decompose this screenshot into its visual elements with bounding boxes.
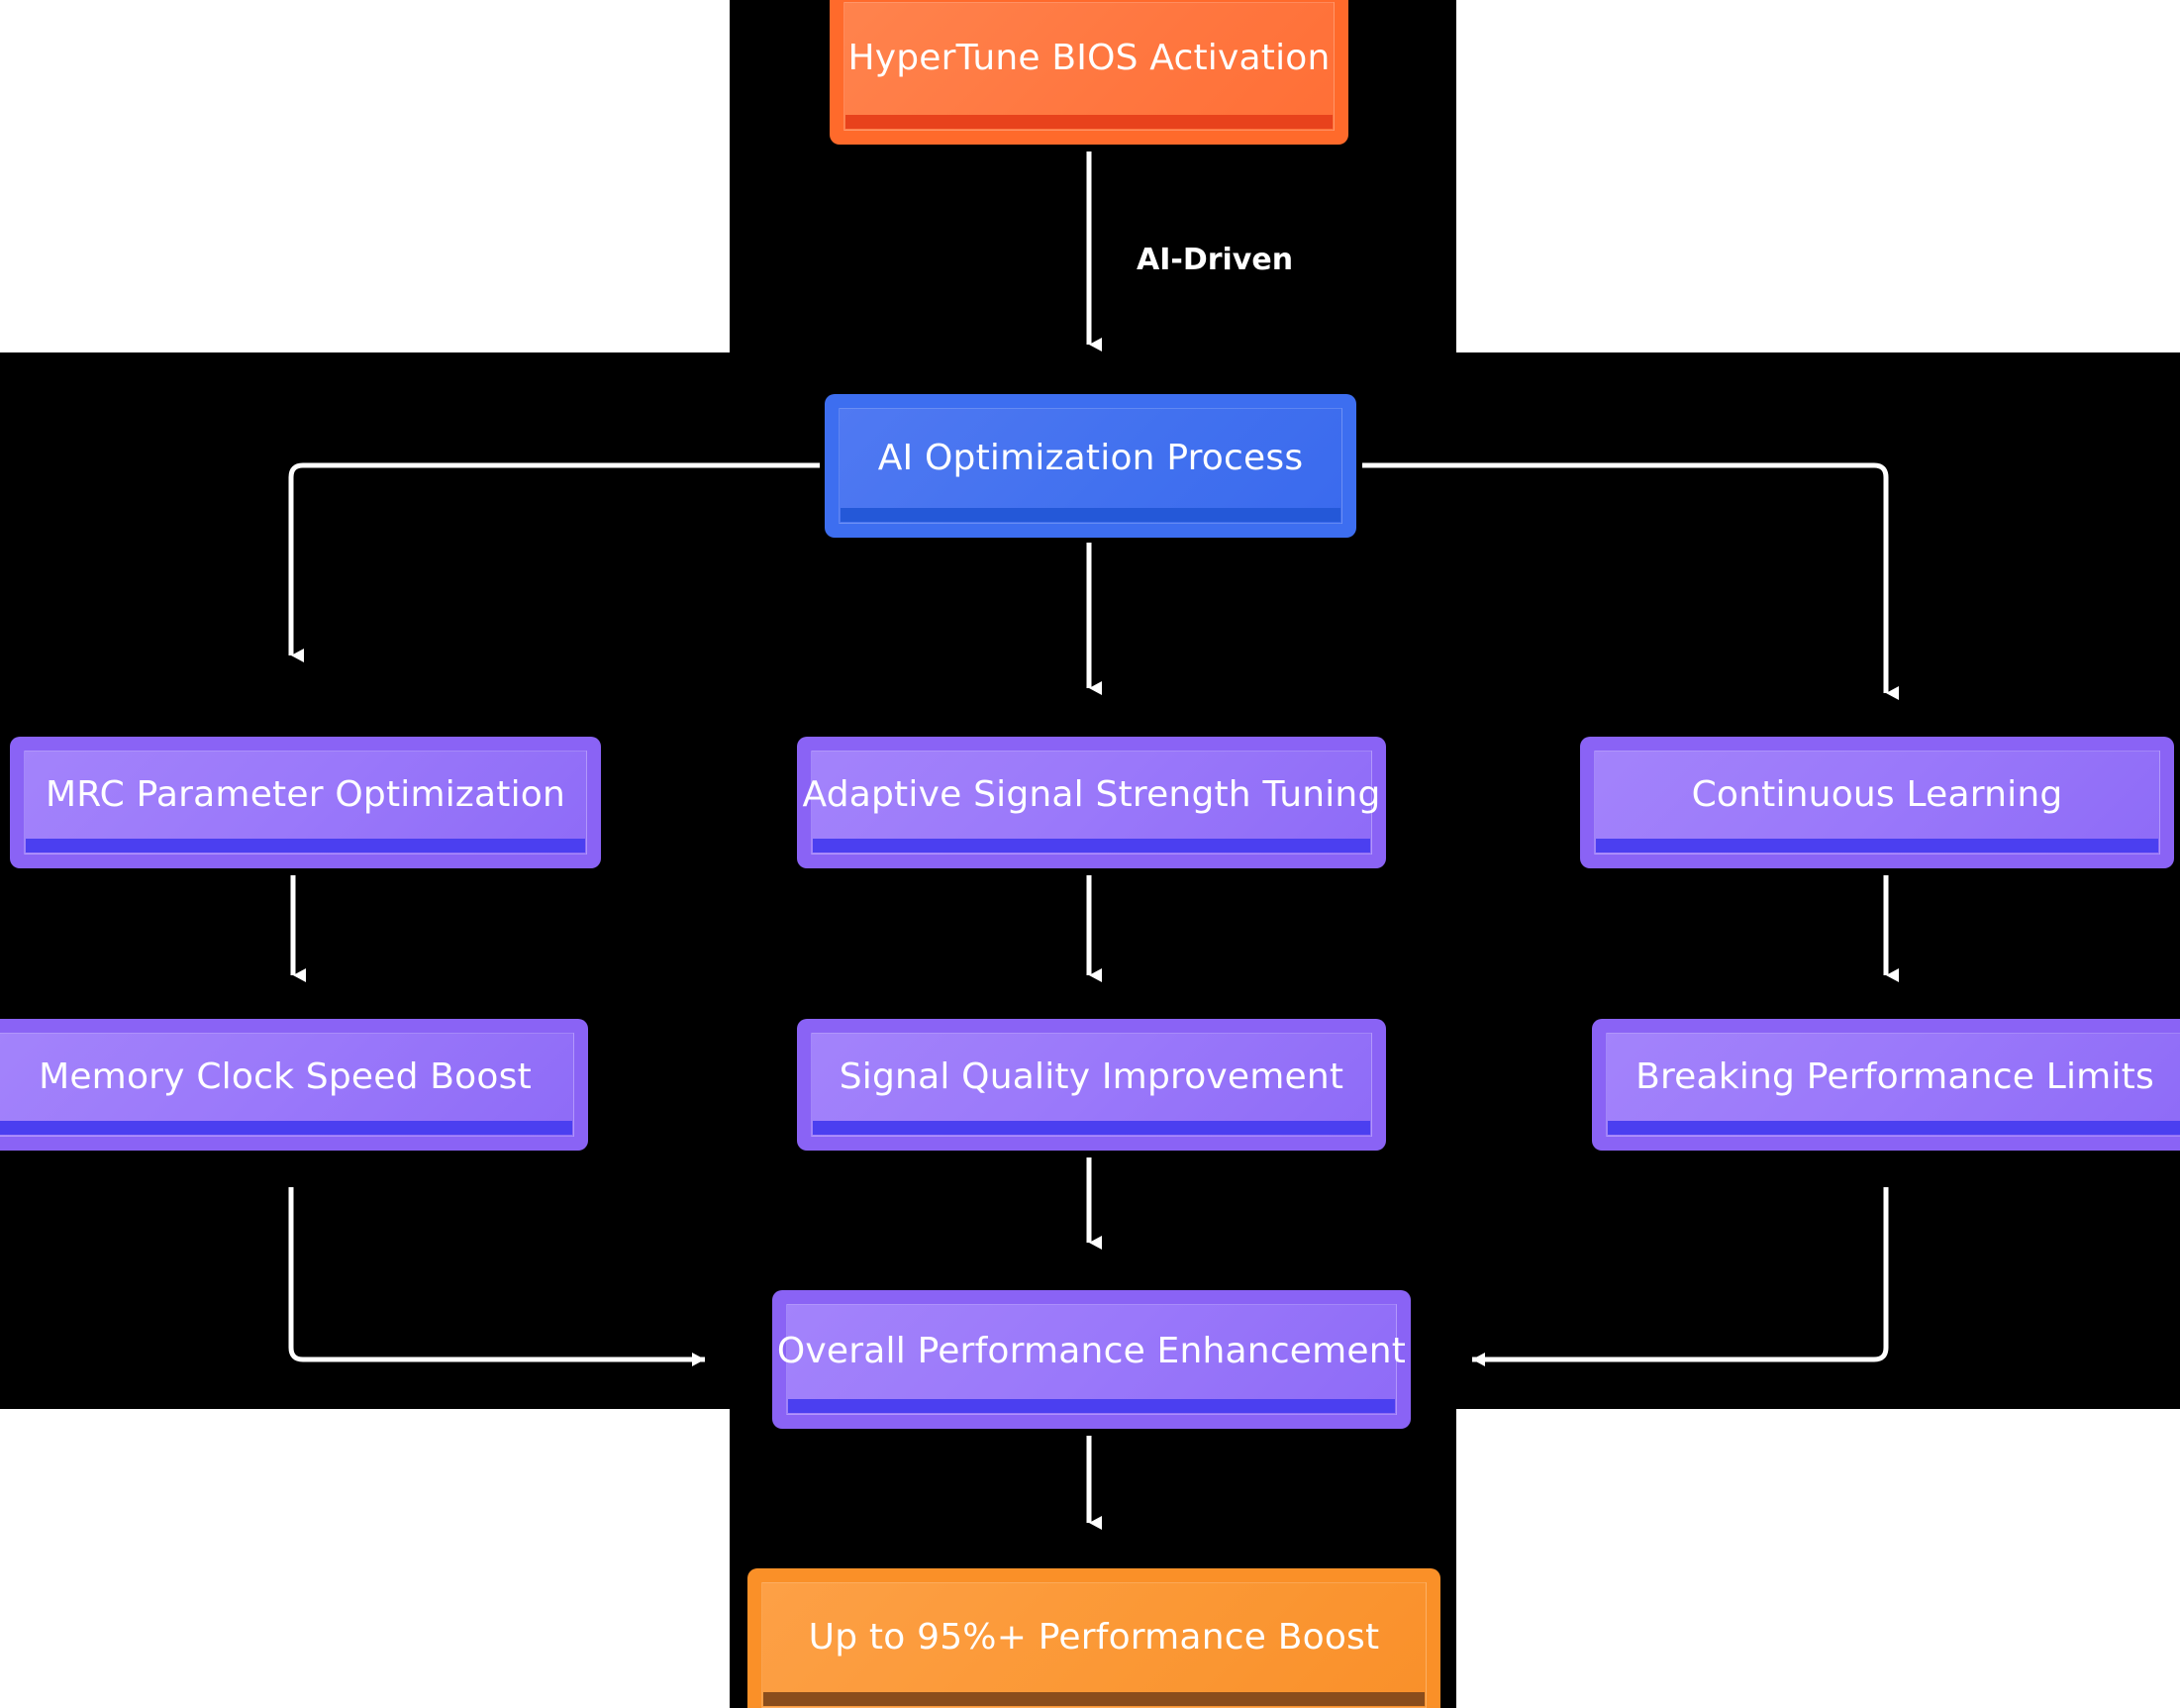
- node-continuous-learning[interactable]: Continuous Learning: [1580, 737, 2174, 868]
- edge-clock-to-overall: [288, 1187, 705, 1366]
- node-label: AI Optimization Process: [877, 437, 1304, 478]
- node-label: Signal Quality Improvement: [839, 1055, 1344, 1097]
- node-inner-panel: AI Optimization Process: [839, 408, 1342, 524]
- node-inner-panel: MRC Parameter Optimization: [24, 751, 587, 854]
- node-accent-bar: [1608, 1121, 2180, 1135]
- node-label: MRC Parameter Optimization: [45, 773, 566, 815]
- node-signal-quality-improvement[interactable]: Signal Quality Improvement: [797, 1019, 1386, 1151]
- node-accent-bar: [26, 839, 585, 853]
- edge-limits-to-overall: [1472, 1187, 1889, 1366]
- edge-ai-process-to-mrc: [288, 462, 820, 662]
- node-accent-bar: [763, 1692, 1425, 1706]
- node-overall-performance-enhancement[interactable]: Overall Performance Enhancement: [772, 1290, 1411, 1429]
- node-label: Adaptive Signal Strength Tuning: [802, 773, 1381, 815]
- edge-label-ai-driven: AI-Driven: [1137, 243, 1294, 277]
- edge-ai-process-to-continuous: [1362, 462, 1899, 700]
- node-inner-panel: Breaking Performance Limits: [1606, 1033, 2180, 1137]
- node-label: Memory Clock Speed Boost: [39, 1055, 532, 1097]
- node-hypertune-bios-activation[interactable]: HyperTune BIOS Activation: [830, 0, 1348, 145]
- node-label: Overall Performance Enhancement: [776, 1331, 1407, 1372]
- node-accent-bar: [813, 1121, 1370, 1135]
- node-memory-clock-speed-boost[interactable]: Memory Clock Speed Boost: [0, 1019, 588, 1151]
- node-accent-bar: [788, 1399, 1395, 1413]
- node-accent-bar: [0, 1121, 572, 1135]
- node-adaptive-signal-strength-tuning[interactable]: Adaptive Signal Strength Tuning: [797, 737, 1386, 868]
- node-accent-bar: [1596, 839, 2158, 853]
- node-accent-bar: [845, 115, 1333, 129]
- node-inner-panel: Overall Performance Enhancement: [777, 1304, 1406, 1415]
- node-inner-panel: HyperTune BIOS Activation: [843, 2, 1335, 131]
- node-up-to-95-performance-boost[interactable]: Up to 95%+ Performance Boost: [747, 1568, 1440, 1708]
- node-label: Breaking Performance Limits: [1635, 1055, 2154, 1097]
- node-accent-bar: [813, 839, 1370, 853]
- node-label: Up to 95%+ Performance Boost: [808, 1616, 1380, 1658]
- node-ai-optimization-process[interactable]: AI Optimization Process: [825, 394, 1356, 538]
- node-inner-panel: Signal Quality Improvement: [811, 1033, 1372, 1137]
- node-mrc-parameter-optimization[interactable]: MRC Parameter Optimization: [10, 737, 601, 868]
- node-inner-panel: Up to 95%+ Performance Boost: [761, 1582, 1427, 1708]
- node-inner-panel: Continuous Learning: [1594, 751, 2160, 854]
- node-inner-panel: Adaptive Signal Strength Tuning: [803, 751, 1380, 854]
- node-accent-bar: [841, 508, 1340, 522]
- node-breaking-performance-limits[interactable]: Breaking Performance Limits: [1592, 1019, 2180, 1151]
- node-inner-panel: Memory Clock Speed Boost: [0, 1033, 574, 1137]
- node-label: Continuous Learning: [1691, 773, 2063, 815]
- node-label: HyperTune BIOS Activation: [847, 38, 1331, 79]
